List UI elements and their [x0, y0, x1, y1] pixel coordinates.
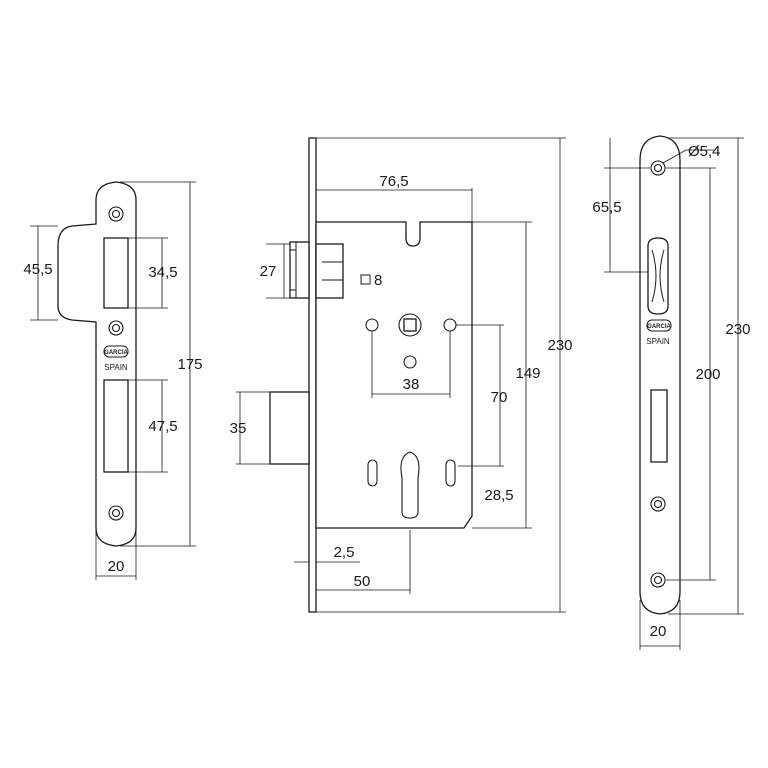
screw-hole-middle — [650, 496, 666, 512]
dim-total-height-line — [668, 137, 744, 615]
face-country-text: SPAIN — [646, 337, 670, 346]
faceplate — [308, 137, 317, 613]
dim-hole-spacing-label: 38 — [403, 376, 420, 393]
dim-upper-slot-line — [128, 237, 168, 309]
dim-faceplate-line — [294, 540, 360, 580]
dim-lower-slot-label: 47,5 — [148, 418, 177, 435]
dim-height-line — [120, 181, 196, 547]
dim-total-height-line — [316, 137, 566, 613]
brand-logo: GARCIA — [103, 345, 129, 358]
dim-latch-line — [266, 243, 290, 299]
latch-opening — [647, 237, 669, 315]
brand-logo: GARCIA — [646, 319, 672, 332]
dim-center-label: 70 — [491, 389, 508, 406]
dim-bolt-label: 35 — [230, 420, 247, 437]
latch-bolt — [289, 241, 344, 299]
slot-left — [367, 459, 378, 487]
dead-bolt — [269, 391, 310, 465]
strike-country-text: SPAIN — [104, 363, 128, 372]
fixing-hole-right — [443, 318, 457, 332]
dim-screw-diameter-leader — [662, 149, 714, 164]
dim-latch-offset-label: 65,5 — [592, 199, 621, 216]
dim-width-line — [315, 188, 473, 222]
slot-right — [445, 459, 456, 487]
dim-screw-spacing-label: 200 — [695, 366, 720, 383]
screw-hole-middle — [108, 320, 124, 336]
dim-width-label: 20 — [108, 558, 125, 575]
dim-lip-label: 45,5 — [23, 261, 52, 278]
face-plate-outline — [639, 135, 681, 615]
fixing-hole-left — [365, 318, 379, 332]
follower-hole — [398, 313, 422, 337]
dim-hole-spacing-line — [371, 331, 451, 398]
face-logo-text: GARCIA — [647, 324, 671, 330]
upper-slot — [103, 237, 129, 309]
dim-upper-slot-label: 34,5 — [148, 264, 177, 281]
dim-case-height-label: 149 — [515, 365, 540, 382]
square-symbol — [360, 274, 371, 285]
dim-total-height-label: 230 — [547, 337, 572, 354]
bolt-opening — [650, 389, 668, 463]
dim-latch-offset-line — [604, 138, 650, 273]
dim-screw-diameter-label: Ø5,4 — [688, 143, 721, 160]
screw-hole-bottom — [650, 572, 666, 588]
dim-square-label: 8 — [374, 272, 382, 289]
dim-total-height-label: 230 — [725, 321, 750, 338]
dim-screw-spacing-line — [666, 167, 716, 581]
dim-cylinder-label: 28,5 — [484, 487, 513, 504]
dim-case-height-line — [472, 221, 532, 529]
dim-height-label: 175 — [177, 356, 202, 373]
dim-lip-line — [30, 225, 58, 321]
lock-body: 8 76,5 230 149 70 28,5 38 27 35 2,5 50 — [230, 137, 573, 613]
dim-faceplate-label: 2,5 — [334, 544, 355, 561]
latch-opening-inner — [651, 249, 665, 303]
strike-plate: GARCIA SPAIN 45,5 34,5 47,5 175 20 — [23, 181, 203, 580]
face-plate: GARCIA SPAIN 65,5 Ø5,4 200 230 20 — [592, 135, 751, 650]
dim-width-label: 76,5 — [379, 173, 408, 190]
screw-hole-bottom — [108, 505, 124, 521]
dim-latch-label: 27 — [260, 263, 277, 280]
screw-hole-top — [650, 160, 666, 176]
dim-bolt-line — [236, 391, 270, 465]
fixing-hole-center — [403, 355, 417, 369]
lower-slot — [103, 379, 129, 473]
dim-center-line — [456, 324, 504, 467]
cylinder-cutout — [400, 451, 420, 519]
dim-width-line — [639, 600, 681, 650]
dim-width-line — [95, 530, 137, 580]
strike-logo-text: GARCIA — [104, 350, 128, 356]
lock-case — [315, 221, 473, 529]
dim-backset-label: 50 — [354, 573, 371, 590]
dim-lower-slot-line — [128, 379, 168, 473]
dim-backset-line — [316, 530, 411, 594]
screw-hole-top — [108, 206, 124, 222]
dim-width-label: 20 — [650, 623, 667, 640]
